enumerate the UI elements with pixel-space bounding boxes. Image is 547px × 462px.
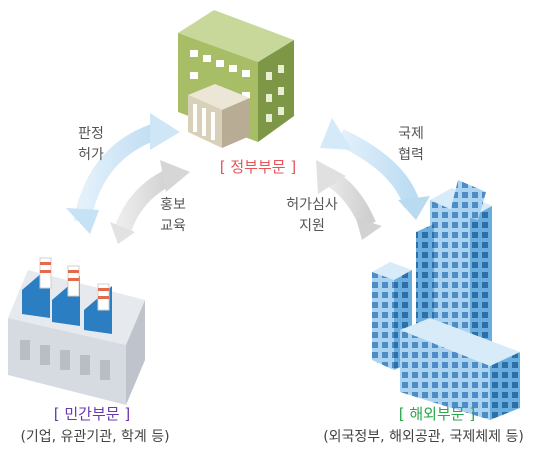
arrow-private-to-gov	[110, 160, 190, 244]
overseas-sublabel: (외국정부, 해외공관, 국제체제 등)	[323, 429, 524, 445]
government-label: [ 정부부문 ]	[219, 158, 297, 176]
arrow-overseas-to-gov	[316, 160, 382, 240]
skyscraper-icon	[372, 180, 520, 420]
flow-gov-overseas-label: 국제 협력	[386, 124, 436, 166]
flow-gov-overseas-line1: 국제	[398, 126, 424, 142]
flow-private-to-gov-line1: 홍보	[160, 197, 186, 213]
private-sublabel: (기업, 유관기관, 학계 등)	[20, 429, 170, 445]
flow-overseas-to-gov-line2: 지원	[299, 218, 325, 234]
arrow-gov-to-private	[66, 113, 180, 234]
flow-private-to-gov-line2: 교육	[160, 218, 186, 234]
flow-private-to-gov-label: 홍보 교육	[148, 195, 198, 237]
flow-overseas-to-gov-line1: 허가심사	[286, 197, 338, 213]
flow-overseas-to-gov-label: 허가심사 지원	[272, 195, 352, 237]
flow-gov-to-private-line1: 판정	[78, 126, 104, 142]
overseas-label: [ 해외부문 ]	[398, 405, 476, 423]
flow-gov-to-private-line2: 허가	[78, 147, 104, 163]
flow-gov-to-private-label: 판정 허가	[66, 124, 116, 166]
private-label: [ 민간부문 ]	[53, 405, 131, 423]
flow-gov-overseas-line2: 협력	[398, 147, 424, 163]
factory-icon	[8, 257, 145, 405]
government-building-icon	[178, 10, 294, 148]
arrow-gov-overseas	[320, 118, 430, 220]
